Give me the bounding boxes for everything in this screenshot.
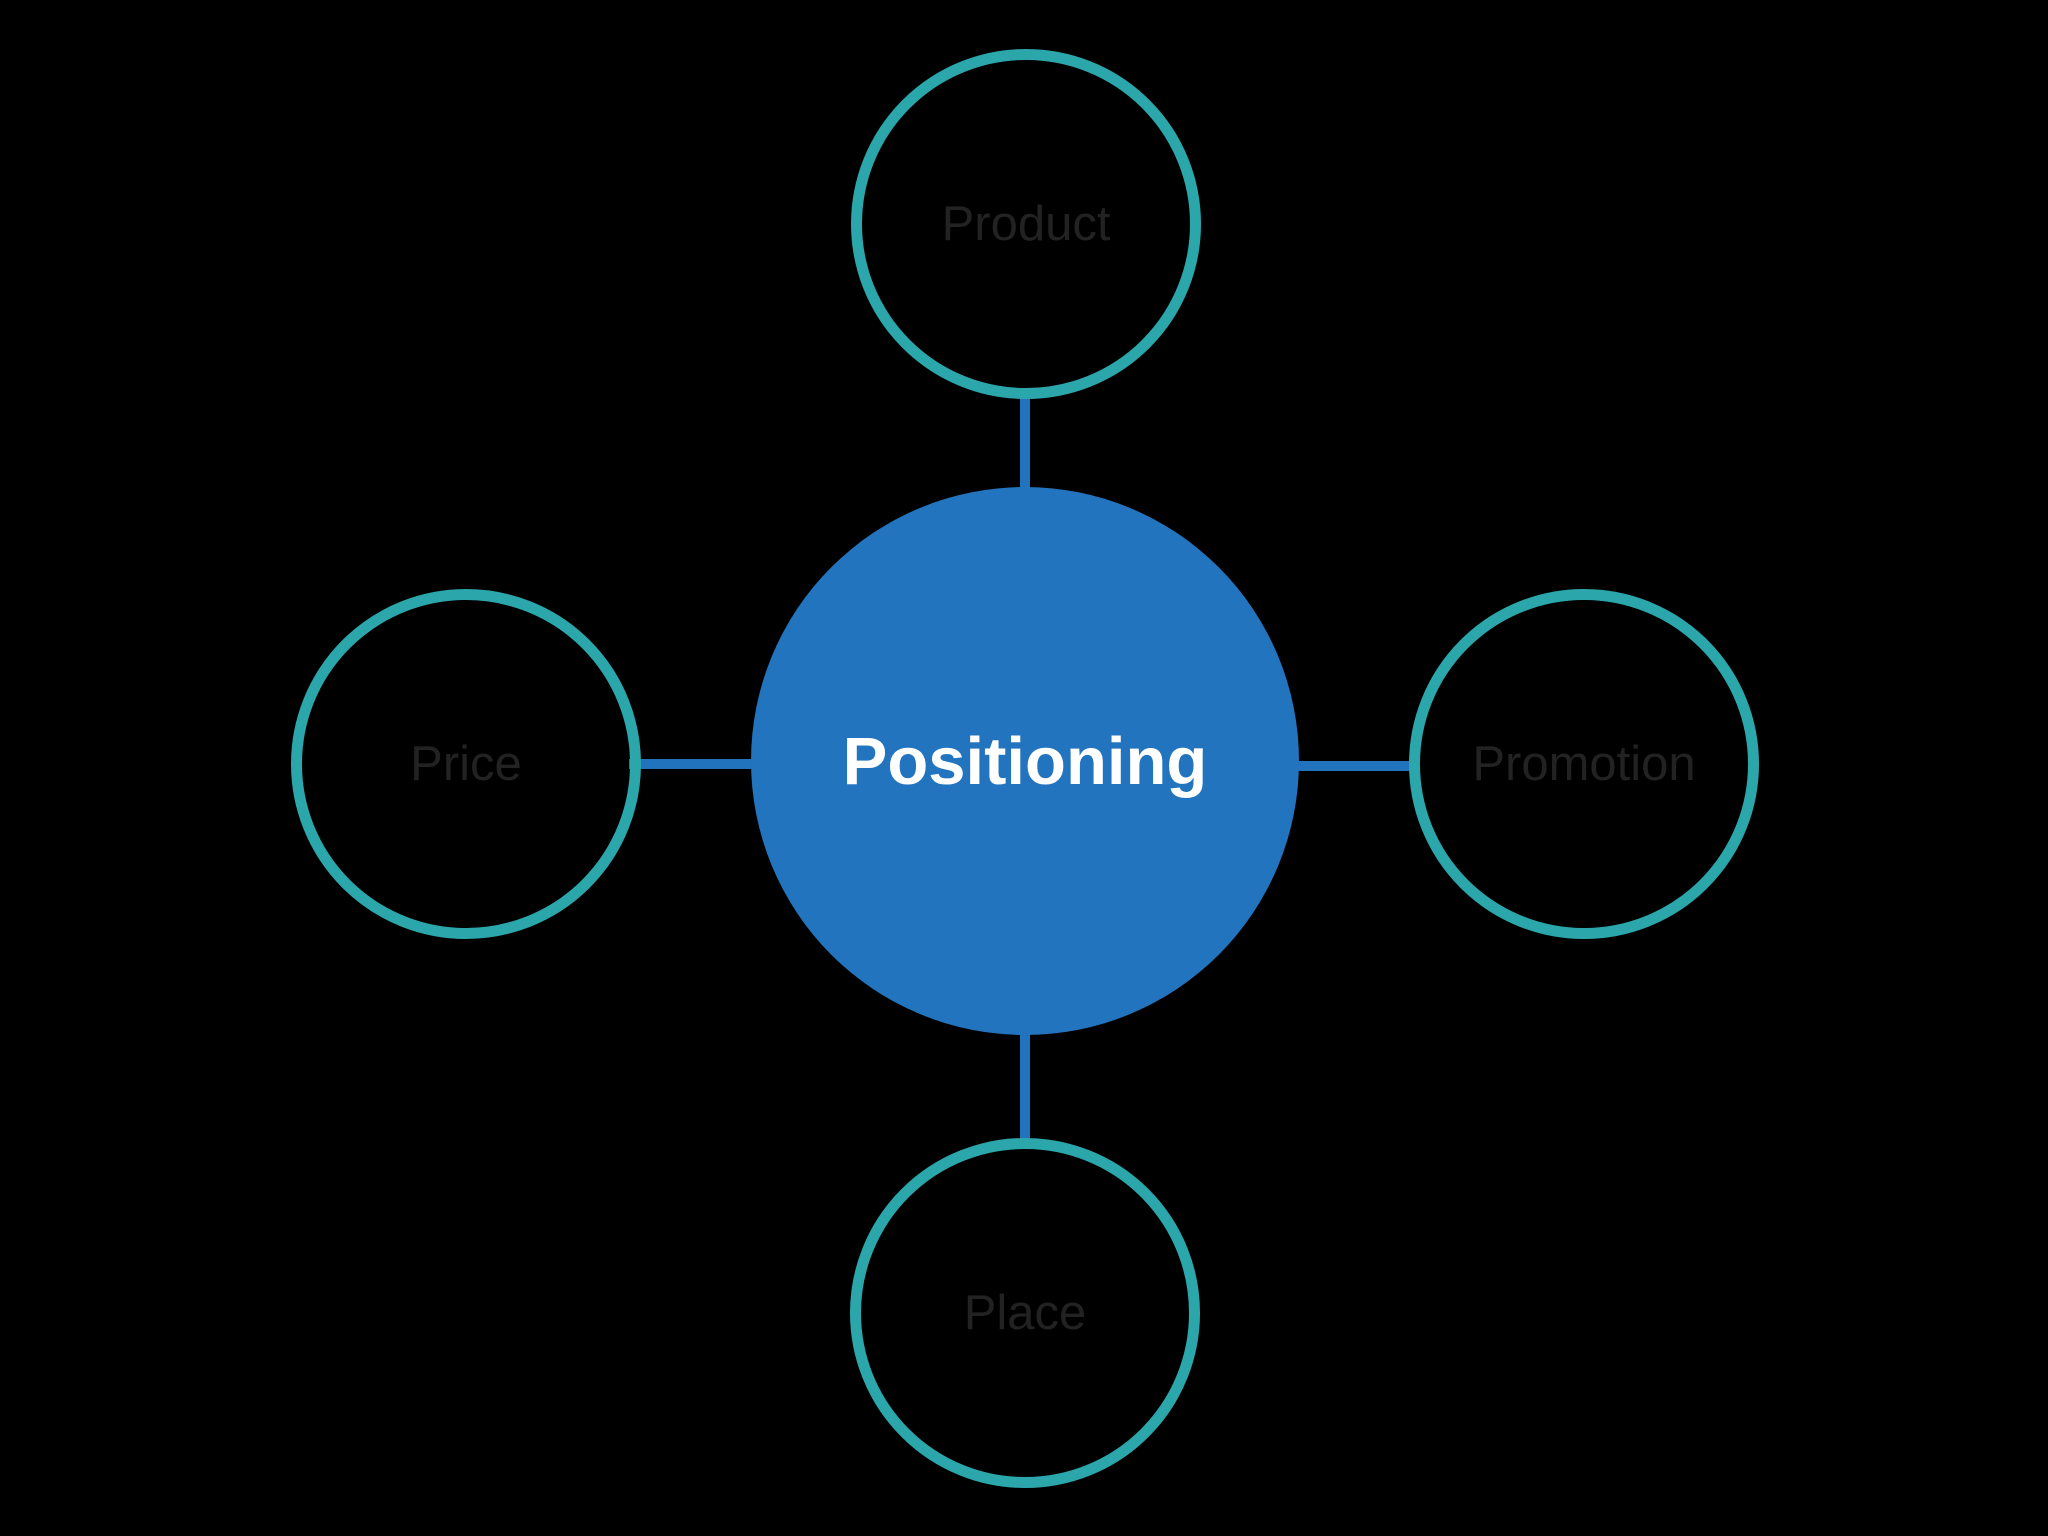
connector-place-line	[1020, 1030, 1030, 1142]
center-label: Positioning	[842, 723, 1208, 799]
promotion-label: Promotion	[1472, 737, 1696, 791]
price-node: Price	[291, 589, 641, 939]
product-node: Product	[851, 49, 1201, 399]
center-node: Positioning	[751, 487, 1299, 1035]
price-label: Price	[410, 737, 522, 791]
promotion-node: Promotion	[1409, 589, 1759, 939]
place-label: Place	[963, 1286, 1087, 1340]
product-label: Product	[941, 197, 1111, 251]
connector-price-line	[629, 759, 755, 769]
place-node: Place	[850, 1138, 1200, 1488]
connector-product-line	[1020, 388, 1030, 492]
connector-promotion-line	[1295, 761, 1414, 771]
